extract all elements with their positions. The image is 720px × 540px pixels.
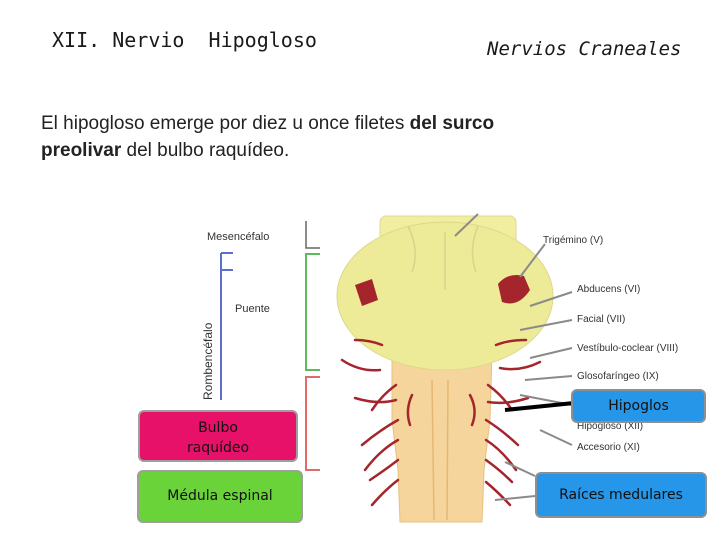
nerve-label-trigemino: Trigémino (V) xyxy=(543,235,603,246)
trigeminal-roots xyxy=(355,275,530,306)
bulbo-label-line1: Bulbo xyxy=(198,420,238,436)
nerve-label-glosofaringeo: Glosofaríngeo (IX) xyxy=(577,371,659,382)
bulbo-raquideo-box: Bulbo raquídeo xyxy=(138,410,298,462)
nerve-rootlets xyxy=(340,338,542,507)
nerve-label-abducens: Abducens (VI) xyxy=(577,284,640,295)
pons-shape xyxy=(336,215,554,371)
nerve-label-vestibulococlear: Vestíbulo-coclear (VIII) xyxy=(577,343,678,354)
hipogloso-pointer-line xyxy=(504,401,575,412)
page-title: XII. Nervio Hipogloso xyxy=(52,28,317,52)
intro-paragraph: El hipogloso emerge por diez u once file… xyxy=(41,110,521,164)
intro-bold-text: del surco preolivar xyxy=(41,113,495,161)
medula-espinal-box: Médula espinal xyxy=(137,470,303,523)
intro-text-start: El hipogloso emerge por diez u once file… xyxy=(41,113,410,134)
puente-label: Puente xyxy=(235,303,270,315)
nerve-label-accesorio: Accesorio (XI) xyxy=(577,442,640,453)
rombencefalo-label: Rombencéfalo xyxy=(201,322,215,400)
nerve-label-hipogloso: Hipogloso (XII) xyxy=(577,421,643,432)
page-subtitle: Nervios Craneales xyxy=(487,38,682,60)
intro-text-end: del bulbo raquídeo. xyxy=(121,140,290,161)
hipogloso-box: Hipoglos xyxy=(571,389,706,423)
pointer-arrows xyxy=(454,213,573,501)
mesencefalo-label: Mesencéfalo xyxy=(207,231,269,243)
spinal-cord-shape xyxy=(391,351,493,523)
nerve-label-facial: Facial (VII) xyxy=(577,314,625,325)
bulbo-label-line2: raquídeo xyxy=(186,440,250,456)
nerve-labels: Trigémino (V) Abducens (VI) Facial (VII)… xyxy=(543,235,678,453)
region-brackets xyxy=(220,221,320,471)
raices-medulares-box: Raíces medulares xyxy=(535,472,707,518)
